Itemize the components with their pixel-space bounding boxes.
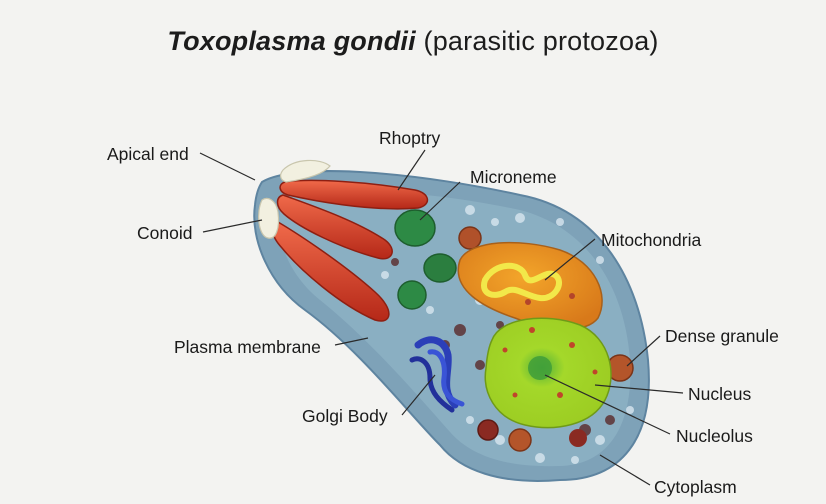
label-golgi-body: Golgi Body bbox=[302, 406, 388, 427]
label-microneme: Microneme bbox=[470, 167, 557, 188]
label-nucleus: Nucleus bbox=[688, 384, 751, 405]
label-cytoplasm: Cytoplasm bbox=[654, 477, 737, 498]
nucleus bbox=[485, 318, 611, 427]
label-conoid: Conoid bbox=[137, 223, 192, 244]
label-dense-granule: Dense granule bbox=[665, 326, 779, 347]
label-mitochondria: Mitochondria bbox=[601, 230, 701, 251]
label-nucleolus: Nucleolus bbox=[676, 426, 753, 447]
label-apical-end: Apical end bbox=[107, 144, 189, 165]
label-plasma-membrane: Plasma membrane bbox=[174, 337, 321, 358]
label-rhoptry: Rhoptry bbox=[379, 128, 440, 149]
